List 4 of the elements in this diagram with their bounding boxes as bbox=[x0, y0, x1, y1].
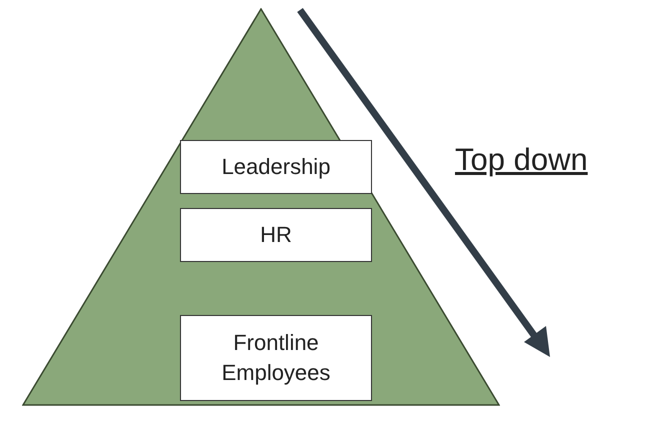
level-box: Frontline Employees bbox=[180, 315, 372, 401]
direction-label: Top down bbox=[455, 142, 588, 178]
level-box: Leadership bbox=[180, 140, 372, 194]
level-box: HR bbox=[180, 208, 372, 262]
